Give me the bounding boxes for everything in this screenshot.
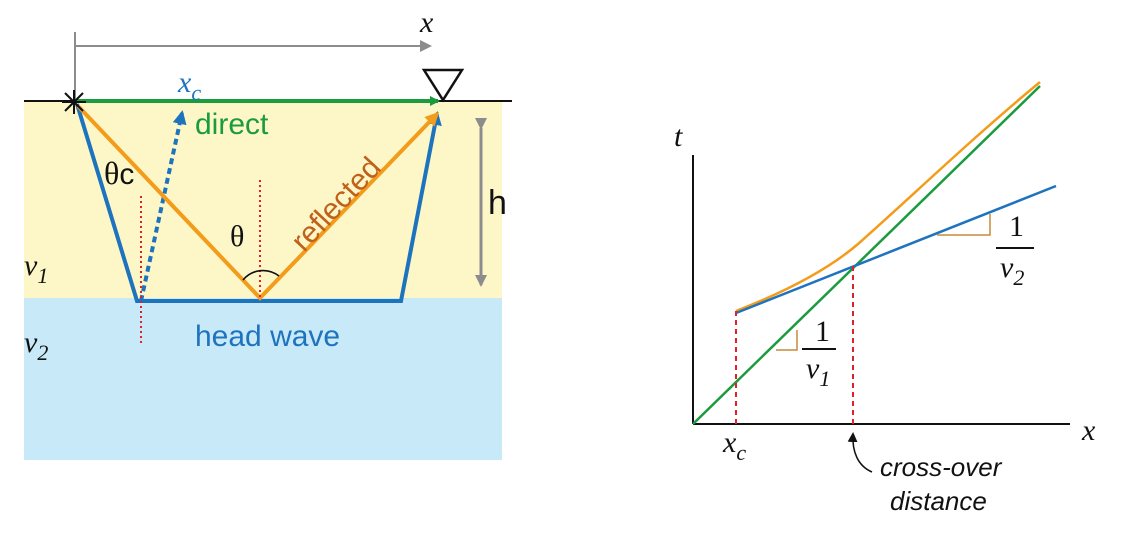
left-panel: x h xc direct ref [24, 6, 512, 460]
head-wave-traveltime-line [735, 184, 1057, 315]
slope-v1-numerator: 1 [815, 315, 830, 348]
critical-ray-dashed [139, 110, 187, 302]
reflected-path [76, 104, 440, 301]
slope-tick-v1 [776, 330, 798, 351]
crossover-label-line1: cross-over [880, 452, 1003, 482]
head-wave-path [75, 103, 442, 303]
reflected-traveltime-curve [735, 81, 1041, 313]
right-panel: t x 1 v1 1 v2 [674, 81, 1096, 516]
xc-label-right: xc [722, 426, 746, 465]
crossover-label-line2: distance [890, 486, 987, 516]
theta-angle-arc [242, 269, 280, 281]
v1-label: v1 [24, 249, 48, 288]
t-axis-label: t [674, 120, 683, 153]
v2-label: v2 [24, 326, 48, 365]
triangle-receiver-icon [421, 68, 465, 103]
direct-traveltime-line [692, 85, 1041, 425]
x-axis-label: x [1081, 414, 1096, 447]
slope-v2-denominator: v2 [1000, 251, 1024, 290]
slope-v2-numerator: 1 [1009, 210, 1024, 243]
lower-layer-v2 [24, 298, 502, 460]
xc-label-left: xc [177, 66, 201, 105]
thickness-h-label: h [488, 184, 507, 222]
slope-v1-denominator: v1 [806, 352, 830, 391]
slope-v2-fraction: 1 v2 [996, 210, 1034, 290]
slope-v1-fraction: 1 v1 [802, 315, 836, 391]
direct-label: direct [195, 108, 269, 141]
theta-label: θ [230, 220, 244, 253]
head-wave-label: head wave [195, 320, 340, 353]
slope-tick-v2 [937, 214, 991, 236]
distance-x-label: x [419, 6, 434, 39]
theta-c-label: θc [104, 155, 134, 191]
crossover-pointer-arrow [847, 432, 873, 473]
star-source-icon [62, 90, 86, 114]
